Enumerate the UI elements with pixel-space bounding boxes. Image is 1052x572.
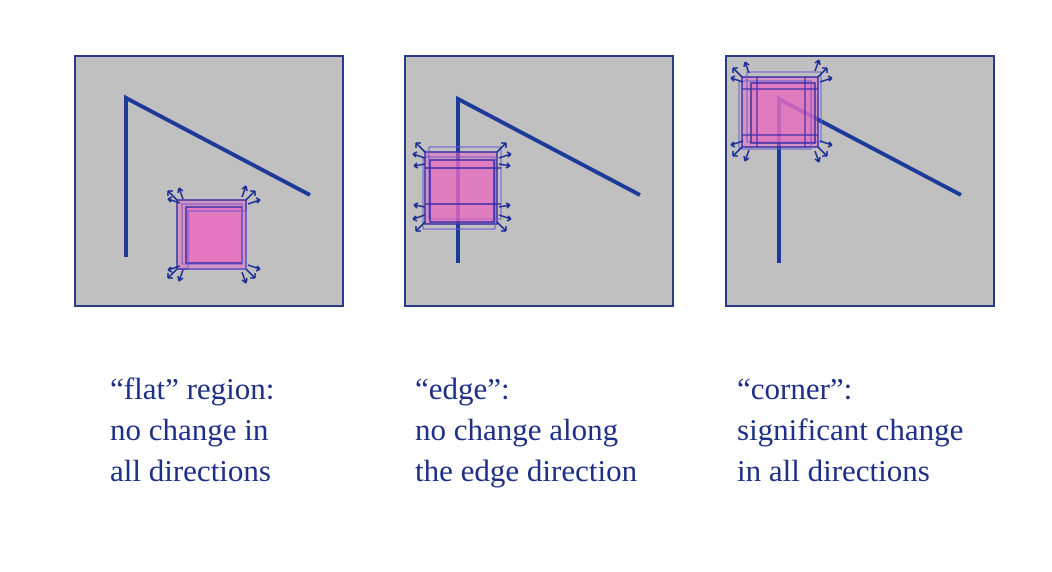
edge-panel bbox=[404, 55, 674, 307]
shift-direction-arrows bbox=[730, 59, 833, 163]
caption-line: “flat” region: bbox=[110, 371, 275, 406]
caption-line: “corner”: bbox=[737, 371, 853, 406]
caption-line: no change along bbox=[415, 412, 619, 447]
flat-region-illustration bbox=[124, 94, 311, 284]
caption-line: the edge direction bbox=[415, 453, 638, 488]
shifting-window bbox=[176, 199, 247, 270]
corner-shape-line bbox=[124, 94, 311, 257]
edge-caption: “edge”: no change along the edge directi… bbox=[415, 368, 637, 491]
caption-line: significant change bbox=[737, 412, 964, 447]
corner-caption: “corner”: significant change in all dire… bbox=[737, 368, 963, 491]
caption-line: no change in bbox=[110, 412, 269, 447]
caption-line: all directions bbox=[110, 453, 271, 488]
caption-line: in all directions bbox=[737, 453, 930, 488]
corner-illustration bbox=[730, 59, 962, 263]
shifting-window bbox=[738, 71, 822, 150]
flat-region-caption: “flat” region: no change in all directio… bbox=[110, 368, 274, 491]
shift-direction-arrows bbox=[167, 185, 261, 284]
shift-direction-arrows bbox=[412, 142, 512, 232]
edge-illustration bbox=[412, 95, 641, 263]
corner-panel bbox=[725, 55, 995, 307]
caption-line: “edge”: bbox=[415, 371, 510, 406]
shifting-window bbox=[422, 146, 502, 230]
flat-region-panel bbox=[74, 55, 344, 307]
